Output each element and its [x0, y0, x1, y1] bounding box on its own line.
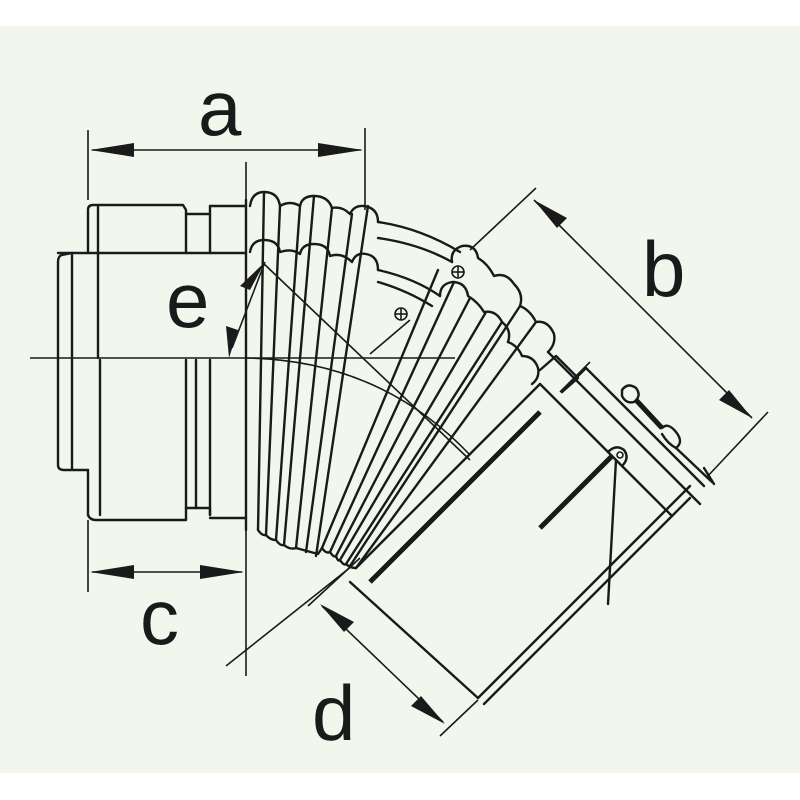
- rivet-icon: [451, 265, 465, 279]
- rivet-icon: [394, 307, 408, 321]
- dimension-label-e: e: [166, 256, 209, 344]
- dimension-d: d: [225, 557, 479, 757]
- dimension-b: b: [469, 187, 769, 479]
- dimension-a: a: [87, 64, 366, 210]
- inlet-fitting: [56, 198, 248, 532]
- dimension-label-a: a: [198, 64, 242, 152]
- dimension-label-c: c: [140, 573, 179, 661]
- dimension-c: c: [87, 520, 247, 676]
- dimension-label-d: d: [312, 669, 355, 757]
- outlet-spigot: [348, 350, 716, 706]
- dimension-e: e: [166, 256, 266, 358]
- dimension-label-b: b: [642, 225, 685, 313]
- corrugated-bend: [245, 190, 556, 570]
